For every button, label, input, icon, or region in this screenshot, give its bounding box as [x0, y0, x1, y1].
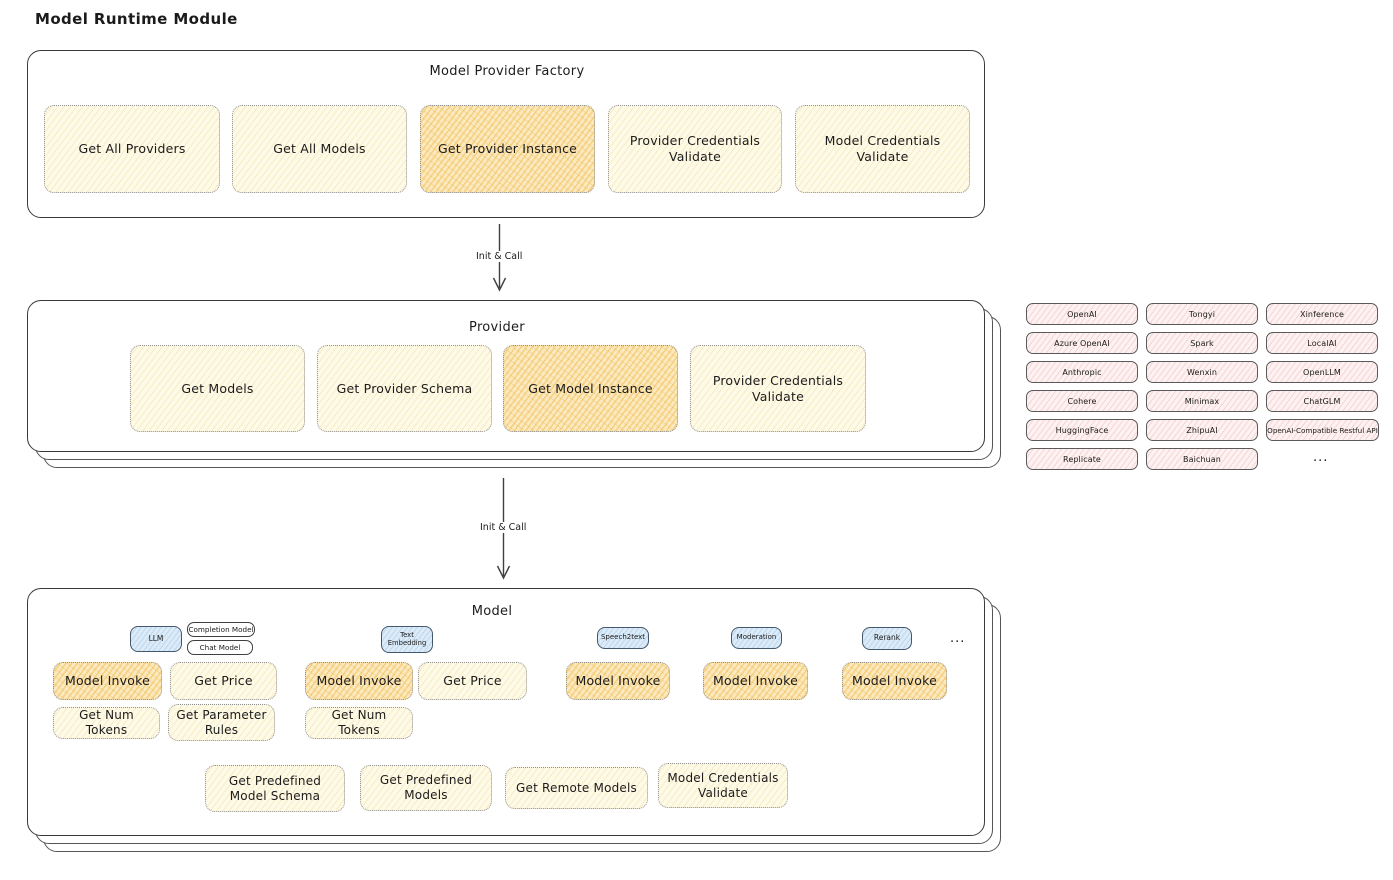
provider-pill-openai: OpenAI	[1026, 303, 1138, 325]
provider-pill-replicate: Replicate	[1026, 448, 1138, 470]
tag-llm: LLM	[130, 626, 182, 652]
tag-text-embedding: Text Embedding	[381, 626, 433, 653]
provider-grid-ellipsis: ...	[1313, 450, 1329, 465]
fn-model-credentials-validate: Model Credentials Validate	[795, 105, 970, 193]
fn-te-model-invoke: Model Invoke	[305, 662, 413, 700]
fn-rerank-model-invoke: Model Invoke	[842, 662, 947, 700]
model-tags-ellipsis: ...	[950, 631, 966, 646]
provider-pill-azure-openai: Azure OpenAI	[1026, 332, 1138, 354]
provider-title: Provider	[469, 320, 525, 335]
fn-llm-get-parameter-rules: Get Parameter Rules	[168, 704, 275, 741]
fn-get-model-instance: Get Model Instance	[503, 345, 678, 432]
tag-completion-model: Completion Model	[187, 622, 255, 637]
provider-pill-spark: Spark	[1146, 332, 1258, 354]
fn-get-remote-models: Get Remote Models	[505, 767, 648, 809]
fn-get-provider-schema: Get Provider Schema	[317, 345, 492, 432]
fn-llm-get-price: Get Price	[170, 662, 277, 700]
provider-pill-minimax: Minimax	[1146, 390, 1258, 412]
model-provider-factory-title: Model Provider Factory	[429, 64, 585, 79]
provider-pill-baichuan: Baichuan	[1146, 448, 1258, 470]
fn-get-provider-instance: Get Provider Instance	[420, 105, 595, 193]
provider-pill-wenxin: Wenxin	[1146, 361, 1258, 383]
provider-pill-huggingface: HuggingFace	[1026, 419, 1138, 441]
fn-get-models: Get Models	[130, 345, 305, 432]
fn-te-get-price: Get Price	[418, 662, 527, 700]
fn-model-credentials-validate-2: Model Credentials Validate	[658, 763, 788, 808]
fn-moderation-model-invoke: Model Invoke	[703, 662, 808, 700]
fn-provider-credentials-validate-2: Provider Credentials Validate	[690, 345, 866, 432]
model-title: Model	[471, 604, 513, 619]
fn-provider-credentials-validate: Provider Credentials Validate	[608, 105, 782, 193]
fn-get-predefined-model-schema: Get Predefined Model Schema	[205, 765, 345, 812]
init-call-label-2: Init & Call	[477, 522, 530, 533]
tag-speech2text: Speech2text	[597, 627, 649, 649]
provider-pill-localai: LocalAI	[1266, 332, 1378, 354]
provider-pill-cohere: Cohere	[1026, 390, 1138, 412]
tag-rerank: Rerank	[862, 627, 912, 650]
provider-pill-openllm: OpenLLM	[1266, 361, 1378, 383]
fn-get-predefined-models: Get Predefined Models	[360, 765, 492, 811]
provider-pill-xinference: Xinference	[1266, 303, 1378, 325]
fn-get-all-models: Get All Models	[232, 105, 407, 193]
tag-chat-model: Chat Model	[187, 640, 253, 655]
fn-te-get-num-tokens: Get Num Tokens	[305, 707, 413, 739]
provider-pill-openai-compatible: OpenAI-Compatible Restful API	[1266, 419, 1379, 441]
fn-llm-get-num-tokens: Get Num Tokens	[53, 707, 160, 739]
provider-pill-zhipuai: ZhipuAI	[1146, 419, 1258, 441]
fn-s2t-model-invoke: Model Invoke	[566, 662, 670, 700]
page-title: Model Runtime Module	[35, 10, 238, 28]
tag-moderation: Moderation	[731, 627, 782, 649]
init-call-label-1: Init & Call	[473, 251, 526, 262]
provider-pill-anthropic: Anthropic	[1026, 361, 1138, 383]
provider-pill-tongyi: Tongyi	[1146, 303, 1258, 325]
fn-get-all-providers: Get All Providers	[44, 105, 220, 193]
fn-llm-model-invoke: Model Invoke	[53, 662, 162, 700]
provider-pill-chatglm: ChatGLM	[1266, 390, 1378, 412]
